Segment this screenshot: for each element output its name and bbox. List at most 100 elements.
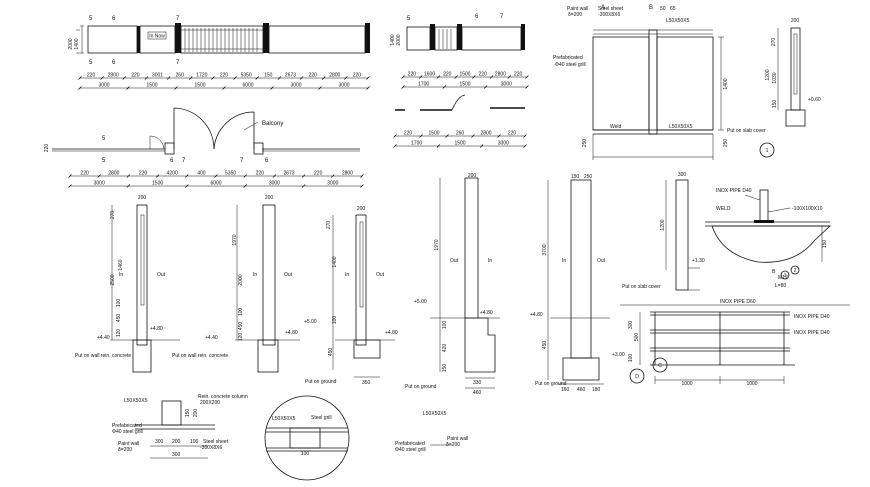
section-b: 200 1970 2000 100 450 120 +4.80 +4.40 In… <box>172 195 300 373</box>
level-mark: +4.80 <box>385 330 398 336</box>
section-mark: 6 <box>112 60 116 66</box>
dim-label: 100 <box>301 451 310 457</box>
dim-label: 300 <box>172 452 181 458</box>
small-dim-upper-tick <box>507 75 512 79</box>
section-mark: 7 <box>500 14 504 20</box>
plan-dim-lower-tick <box>126 184 131 188</box>
bolt-label: M12 <box>778 275 788 281</box>
small-dim-lower-tick <box>442 85 447 89</box>
dim-label: 420 <box>442 344 448 353</box>
top-dim-lower-tick <box>318 86 322 90</box>
top-dim-upper-value: 2800 <box>108 73 119 79</box>
top-dim-upper-value: 3001 <box>152 73 163 79</box>
plan-dim-upper-value: 220 <box>80 171 89 177</box>
top-dim-upper-value: 5350 <box>241 73 252 79</box>
steel-sheet-label: Steel sheet <box>203 439 229 445</box>
top-dim-upper-tick <box>277 76 282 80</box>
top-dim-lower-value: 1500 <box>146 83 157 89</box>
dim-label: 200 <box>193 409 199 418</box>
plan-dim-lower-value: 3000 <box>94 181 105 187</box>
prefab-label: Prefabricated <box>395 441 425 447</box>
dim-label: 1030 <box>772 72 778 83</box>
plan-dim-upper-tick <box>185 174 189 178</box>
steel-sheet-spec: -300X8X6 <box>200 445 222 451</box>
small-plan-dim-upper-tick <box>419 134 423 138</box>
dim-label: 300 <box>628 321 634 330</box>
section-mark: 5 <box>102 158 106 164</box>
small-plan-dim-upper-value: 2800 <box>480 131 491 137</box>
small-dim-upper-tick <box>489 75 494 79</box>
section-mark: 6 <box>112 16 116 22</box>
grill-spec-label: Φ40 steel grill <box>555 62 586 68</box>
plan-dim-upper-value: 220 <box>256 171 265 177</box>
plan-dim-upper-value: 4200 <box>167 171 178 177</box>
dim-label: 1970 <box>434 239 440 250</box>
paint-wall-label: Paint wall <box>118 441 139 447</box>
small-plan-dim-lower-tick <box>523 144 527 148</box>
small-plan-dim-upper-value: 220 <box>508 131 517 137</box>
pipe-mid-label: INOX PIPE D40 <box>794 314 830 320</box>
level-mark: +4.40 <box>97 335 110 341</box>
small-dim-upper-tick <box>454 75 458 79</box>
l-section-label: L50X50X5 <box>423 411 447 417</box>
gate-nameplate-text: In Now <box>149 34 165 40</box>
top-dim-upper-tick <box>255 76 260 80</box>
caption: Put on ground <box>305 379 337 385</box>
dim-label: 150 <box>822 240 828 249</box>
plan-dim-upper-tick <box>301 174 306 178</box>
grill-spec-label: Φ40 steel grill <box>112 429 143 435</box>
level-mark: +3.00 <box>612 352 625 358</box>
railing-elevation: INOX PIPE D60 INOX PIPE D40 INOX PIPE D4… <box>612 299 850 387</box>
plan-dim-upper-tick <box>360 174 364 178</box>
prefab-label: Prefabricated <box>112 423 142 429</box>
small-dim-upper-value: 2800 <box>495 72 506 78</box>
section-marker: C <box>658 363 662 369</box>
side-in: In <box>253 272 257 278</box>
section-mark: 6 <box>265 158 269 164</box>
top-dim-upper-tick <box>321 76 326 80</box>
dim-label: 250 <box>723 139 729 148</box>
small-dim-upper-value: 220 <box>443 72 452 78</box>
small-dim-lower-tick <box>483 85 488 89</box>
dim-label: 460 <box>473 390 482 396</box>
top-dim-lower-tick <box>126 86 130 90</box>
top-dim-upper-tick <box>78 76 82 80</box>
plan-dim-upper-tick <box>97 174 101 178</box>
level-mark: +4.40 <box>205 335 218 341</box>
section-mark: 5 <box>102 136 106 142</box>
small-dim-lower-tick <box>525 85 529 89</box>
dim-label: 100 <box>442 321 448 330</box>
plate-label: -100X100X10 <box>792 206 823 212</box>
small-dim-lower-tick <box>401 85 405 89</box>
grill-panel-detail: Paint wall δ=200 Steel sheet -300X8X6 L5… <box>553 5 729 160</box>
level-mark: +4.80 <box>150 326 163 332</box>
gate-bars <box>181 28 263 52</box>
dim-label: 2000 <box>238 274 244 285</box>
dim-label: 450 <box>542 341 548 350</box>
section-mark: 5 <box>89 16 93 22</box>
small-dim-lower-value: 3000 <box>501 82 512 88</box>
top-dim-upper-tick <box>100 76 104 80</box>
top-dim-upper-value: 2800 <box>329 73 340 79</box>
small-dim-upper-value: 220 <box>514 72 523 78</box>
dim-label: 100 <box>238 308 244 317</box>
paint-wall-spec: δ=200 <box>446 442 460 448</box>
dim-label: 65 <box>670 6 676 12</box>
dim-label: 450 <box>238 322 244 331</box>
dim-label: 450 <box>116 314 122 323</box>
steel-grill-label: Steel grill <box>311 415 332 421</box>
top-dim-upper-value: 220 <box>308 73 317 79</box>
pipe-top-label: INOX PIPE D60 <box>720 299 756 305</box>
bottom-note: L50X50X5 Paint wall δ=200 Prefabricated … <box>395 411 468 453</box>
dim-label: 1200 <box>765 69 771 80</box>
caption: Put on ground <box>535 381 567 387</box>
top-dim-lower-value: 1500 <box>194 83 205 89</box>
section-mark: 6 <box>170 158 174 164</box>
dim-label: 1200 <box>660 219 666 230</box>
circle-detail: L50X50X5 Steel grill 100 <box>264 395 350 481</box>
dim-label: 200 <box>172 439 181 445</box>
top-dim-upper-tick <box>233 76 237 80</box>
top-dim-upper-value: 220 <box>220 73 229 79</box>
caption: Put on wall rein. concrete <box>172 353 228 359</box>
small-dim-upper-value: 220 <box>479 72 488 78</box>
